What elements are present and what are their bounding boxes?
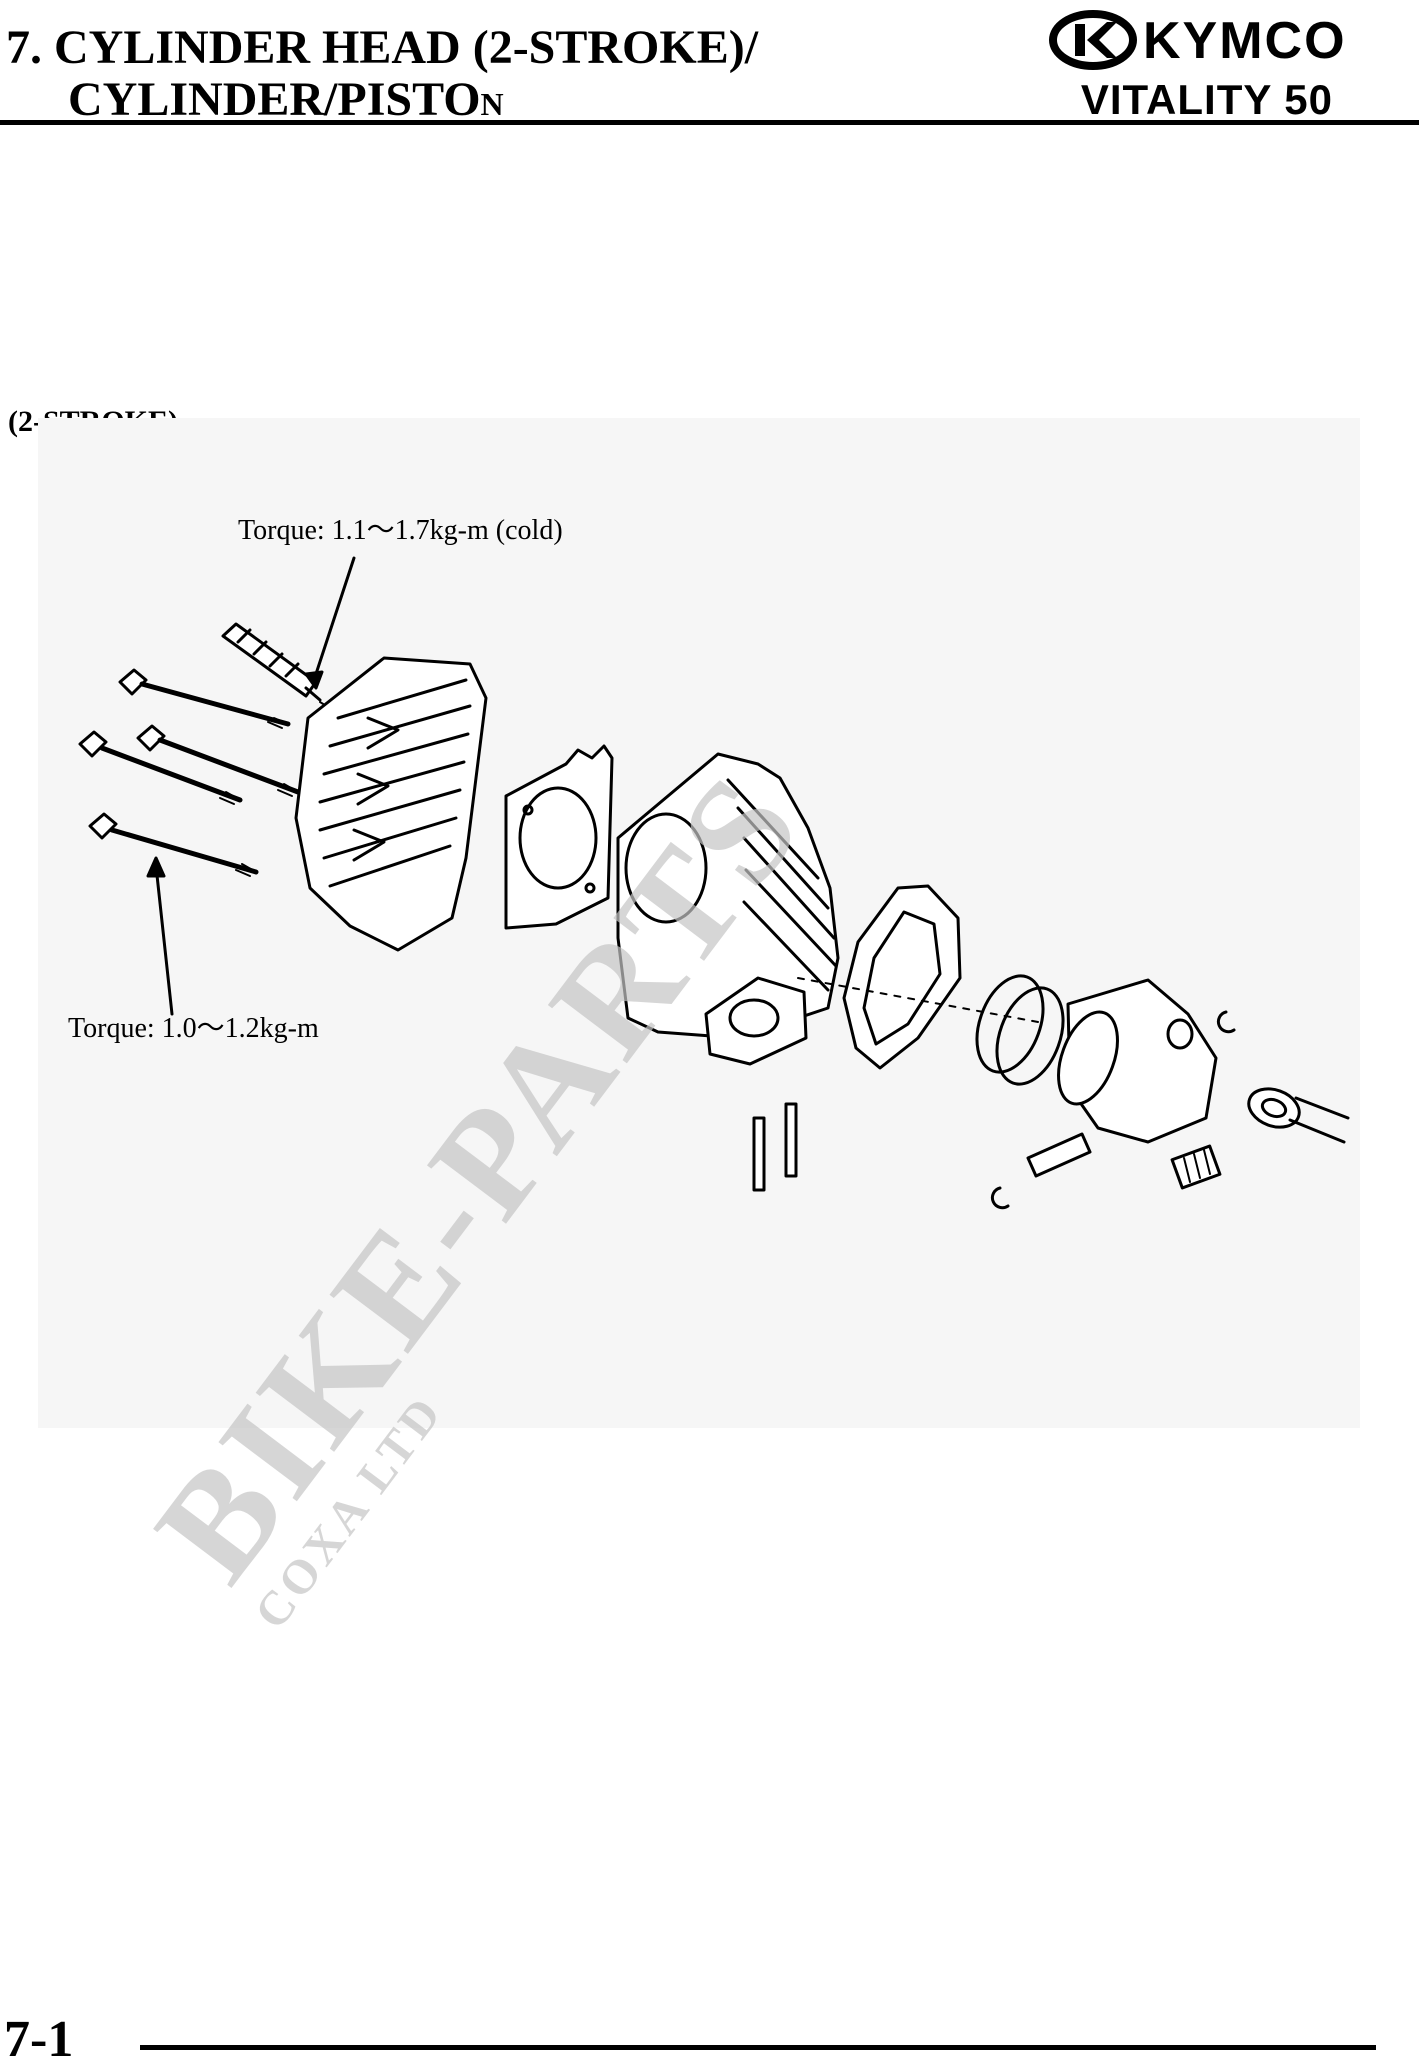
brand-name: KYMCO [1143, 12, 1347, 70]
cylinder-head [294, 656, 488, 952]
exploded-diagram [38, 418, 1360, 1428]
spark-plug [221, 622, 322, 702]
head-gasket [504, 744, 614, 930]
diagram-drawing [78, 556, 1350, 1210]
header-rule [0, 120, 1419, 125]
footer-rule [140, 2045, 1376, 2050]
callout-arrows [146, 556, 356, 1016]
cylinder [616, 752, 840, 1066]
model-name: VITALITY 50 [1080, 76, 1333, 123]
circlip-right [1216, 1010, 1236, 1034]
piston-rings [975, 974, 1065, 1086]
connecting-rod [1247, 1087, 1350, 1144]
head-bolts [78, 668, 301, 877]
piston [1057, 978, 1218, 1144]
spark-plug-torque-callout: Torque: 1.1～1.7kg-m (cold) [238, 515, 563, 546]
cylinder-studs [752, 1102, 798, 1192]
page-number: 7-1 [4, 2011, 74, 2068]
needle-bearing [1170, 1144, 1222, 1190]
title-line-2: CYLINDER/PISTON [68, 73, 504, 126]
base-gasket [842, 884, 962, 1070]
piston-pin [1026, 1132, 1092, 1178]
circlip-left [990, 1186, 1010, 1210]
head-bolt-torque-callout: Torque: 1.0～1.2kg-m [68, 1013, 319, 1044]
kymco-logo: KYMCO [1049, 10, 1347, 70]
page-title: 7. CYLINDER HEAD (2-STROKE)/CYLINDER/PIS… [6, 22, 758, 130]
brand-block: KYMCO VITALITY 50 [1047, 6, 1397, 123]
title-line-1: 7. CYLINDER HEAD (2-STROKE)/ [6, 21, 759, 74]
